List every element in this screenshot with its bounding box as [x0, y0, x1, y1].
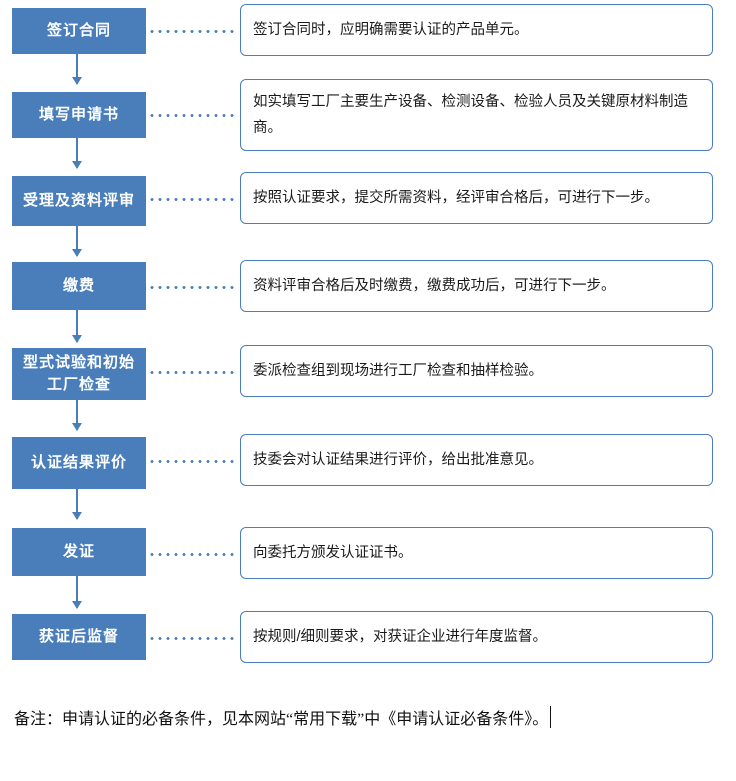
remark-text: 备注：申请认证的必备条件，见本网站“常用下载”中《申请认证必备条件》。 [14, 700, 714, 740]
flow-note-box-2: 如实填写工厂主要生产设备、检测设备、检验人员及关键原材料制造商。 [240, 79, 713, 151]
dotted-connector-2 [148, 114, 236, 117]
flow-note-text: 如实填写工厂主要生产设备、检测设备、检验人员及关键原材料制造商。 [253, 94, 688, 136]
flow-note-box-1: 签订合同时，应明确需要认证的产品单元。 [240, 4, 713, 56]
flow-step-box-3[interactable]: 受理及资料评审 [12, 176, 146, 226]
flow-note-text: 向委托方颁发认证证书。 [253, 545, 413, 561]
flow-step-box-2[interactable]: 填写申请书 [12, 92, 146, 138]
flow-step-label: 认证结果评价 [30, 454, 127, 471]
flow-note-box-7: 向委托方颁发认证证书。 [240, 527, 713, 579]
flow-step-box-1[interactable]: 签订合同 [12, 8, 146, 54]
flow-step-label: 获证后监督 [38, 628, 119, 645]
flow-step-box-8[interactable]: 获证后监督 [12, 614, 146, 660]
flow-step-label: 型式试验和初始工厂检查 [22, 354, 135, 393]
dotted-connector-1 [148, 30, 236, 33]
dotted-connector-3 [148, 198, 236, 201]
flow-arrow-4 [72, 310, 82, 343]
flow-arrow-6 [72, 489, 82, 520]
flow-arrow-3 [72, 226, 82, 257]
flow-arrow-2 [72, 138, 82, 169]
flow-arrow-1 [72, 54, 82, 85]
flow-step-label: 填写申请书 [38, 106, 119, 123]
flow-step-box-7[interactable]: 发证 [12, 528, 146, 576]
flow-arrow-7 [72, 576, 82, 609]
flow-step-box-6[interactable]: 认证结果评价 [12, 437, 146, 489]
flow-note-box-5: 委派检查组到现场进行工厂检查和抽样检验。 [240, 345, 713, 397]
flow-note-text: 按照认证要求，提交所需资料，经评审合格后，可进行下一步。 [253, 190, 659, 206]
flow-step-box-5[interactable]: 型式试验和初始工厂检查 [12, 348, 146, 400]
flow-note-text: 技委会对认证结果进行评价，给出批准意见。 [253, 452, 543, 468]
flow-step-label: 签订合同 [46, 22, 111, 39]
dotted-connector-6 [148, 460, 236, 463]
flow-step-label: 缴费 [62, 277, 95, 294]
dotted-connector-7 [148, 553, 236, 556]
flow-note-box-6: 技委会对认证结果进行评价，给出批准意见。 [240, 434, 713, 486]
flow-note-box-4: 资料评审合格后及时缴费，缴费成功后，可进行下一步。 [240, 260, 713, 312]
certification-flow-diagram: 签订合同 签订合同时，应明确需要认证的产品单元。填写申请书 如实填写工厂主要生产设备… [12, 4, 713, 663]
flow-step-label: 发证 [62, 543, 95, 560]
flow-note-box-8: 按规则/细则要求，对获证企业进行年度监督。 [240, 611, 713, 663]
dotted-connector-8 [148, 637, 236, 640]
flow-note-text: 资料评审合格后及时缴费，缴费成功后，可进行下一步。 [253, 278, 616, 294]
dotted-connector-5 [148, 371, 236, 374]
flow-arrow-5 [72, 400, 82, 431]
remark-label: 备注：申请认证的必备条件，见本网站“常用下载”中《申请认证必备条件》。 [14, 711, 549, 728]
flow-step-box-4[interactable]: 缴费 [12, 262, 146, 310]
text-cursor [550, 706, 552, 728]
dotted-connector-4 [148, 286, 236, 289]
flow-note-box-3: 按照认证要求，提交所需资料，经评审合格后，可进行下一步。 [240, 172, 713, 224]
flow-note-text: 委派检查组到现场进行工厂检查和抽样检验。 [253, 363, 543, 379]
flow-note-text: 签订合同时，应明确需要认证的产品单元。 [253, 22, 529, 38]
flow-note-text: 按规则/细则要求，对获证企业进行年度监督。 [253, 629, 548, 645]
flow-step-label: 受理及资料评审 [22, 192, 135, 209]
